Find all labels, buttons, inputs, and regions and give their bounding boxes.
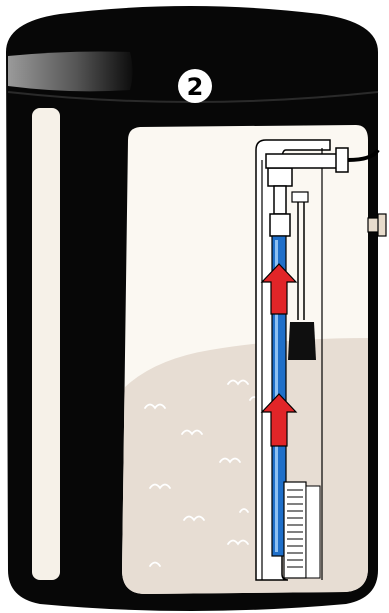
step-badge: 2 — [178, 69, 212, 103]
lid-highlight — [8, 51, 133, 92]
step-badge-label: 2 — [187, 73, 204, 101]
control-valve-head — [265, 147, 380, 237]
riser-housing-outer — [261, 148, 323, 580]
float-switch — [288, 191, 316, 360]
up-arrow-upper — [260, 263, 298, 315]
bottom-screen — [283, 481, 321, 579]
media-bed-texture — [144, 379, 259, 567]
float — [288, 322, 316, 360]
up-arrow-lower — [260, 393, 298, 447]
media-bed — [122, 338, 368, 594]
tank-shine-strip — [32, 108, 60, 580]
side-outlet — [367, 213, 387, 237]
